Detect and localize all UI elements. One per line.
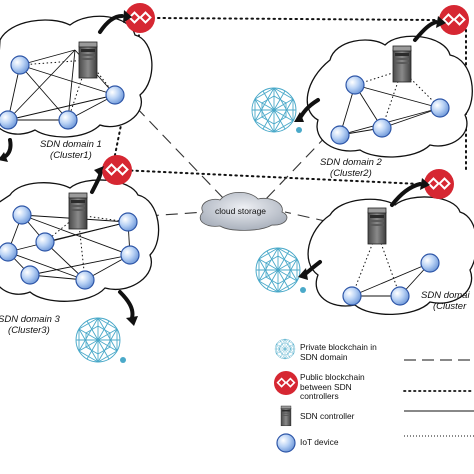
cluster4-controller-links (351, 231, 401, 297)
cluster2-id: (Cluster2) (330, 168, 372, 179)
legend-label-iot: IoT device (300, 437, 339, 447)
public-blockchain-icon (438, 4, 470, 36)
cloud-storage-icon (199, 191, 288, 231)
cluster1-name: SDN domain 1 (40, 139, 102, 150)
link-pub1-pub2 (157, 17, 436, 21)
domain-cloud-1 (0, 15, 153, 138)
domain-cloud-4 (307, 196, 474, 316)
private-blockchain-icon (251, 87, 302, 133)
cluster4-name: SDN domai (421, 290, 470, 301)
sdn-controller-icon (78, 41, 98, 79)
sdn-controller-icon (367, 207, 387, 245)
legend-label-controller: SDN controller (300, 411, 355, 421)
legend-label-private: Private blockchain in SDN domain (300, 342, 377, 362)
cluster2-name: SDN domain 2 (320, 157, 382, 168)
cluster1-label: SDN domain 1 (Cluster1) (40, 139, 102, 161)
cluster1-id: (Cluster1) (50, 150, 92, 161)
sdn-controller-icon (392, 45, 412, 83)
private-blockchain-icon (274, 338, 296, 360)
domain-cloud-3 (0, 179, 160, 302)
cluster3-name: SDN domain 3 (0, 314, 60, 325)
public-blockchain-icon (101, 154, 133, 186)
cluster4-label: SDN domai (Cluster (421, 290, 470, 312)
cluster3-label: SDN domain 3 (Cluster3) (0, 314, 60, 336)
private-blockchain-icon (255, 247, 306, 293)
link-pub3-pub4 (119, 169, 421, 185)
cluster2-label: SDN domain 2 (Cluster2) (320, 157, 382, 179)
sdn-controller-icon (280, 405, 292, 427)
arrow-heads (0, 10, 446, 326)
cluster4-id: (Cluster (433, 301, 467, 312)
legend (273, 338, 474, 453)
sdn-controller-icon (68, 192, 88, 230)
iot-device-icon (276, 433, 296, 453)
cloud-storage-label: cloud storage (215, 206, 267, 216)
domain-cloud-2 (306, 35, 473, 158)
private-blockchain-icon (75, 317, 126, 363)
cluster3-id: (Cluster3) (8, 325, 50, 336)
legend-label-public: Public blockchain between SDN controller… (300, 372, 365, 402)
public-blockchain-icon (273, 370, 299, 396)
